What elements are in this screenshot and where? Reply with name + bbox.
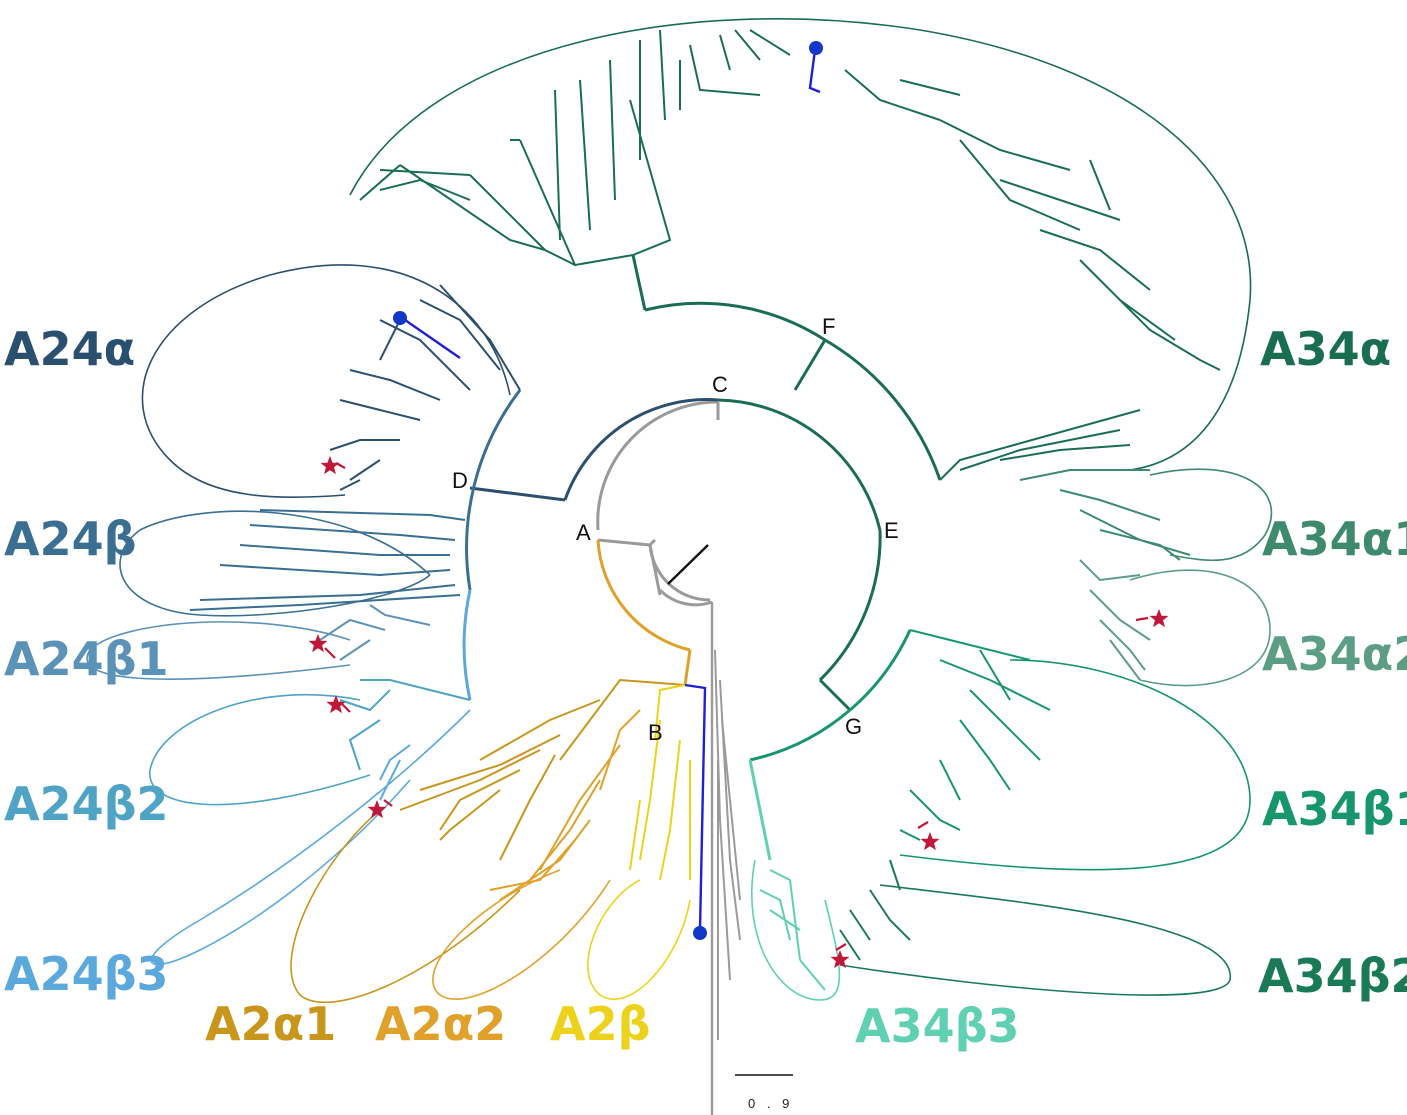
- arc-D-outer: [465, 389, 522, 591]
- clade-label-A2a2: A2α2: [375, 997, 506, 1051]
- subtree-A24a: [329, 284, 521, 491]
- marker-dots: [393, 41, 823, 940]
- backbone: [462, 254, 942, 1115]
- node-label-E: E: [884, 518, 899, 543]
- subtree-A34b2: [839, 859, 911, 961]
- clade-label-A24b2: A24β2: [4, 777, 169, 831]
- root-slash: [667, 544, 709, 585]
- arc-D: [563, 398, 719, 501]
- scale-bar-label: 0 . 9: [748, 1096, 793, 1111]
- node-label-F: F: [822, 314, 835, 339]
- outline-A34a2: [1129, 569, 1271, 687]
- clade-label-A24b: A24β: [4, 512, 137, 566]
- clade-label-A2a1: A2α1: [205, 997, 336, 1051]
- clade-label-A34a: A34α: [1260, 322, 1391, 376]
- outline-A34b2: [839, 884, 1231, 996]
- scale-bar: 0 . 9: [735, 1074, 793, 1111]
- clade-label-A34b3: A34β3: [855, 999, 1020, 1053]
- outline-A2b: [587, 879, 691, 1000]
- subtree-A34a: [359, 29, 1221, 481]
- clade-label-A24a: A24α: [4, 322, 135, 376]
- clade-label-A24b3: A24β3: [4, 947, 169, 1001]
- outline-A2a2: [432, 869, 611, 1000]
- star-marker: [830, 950, 850, 969]
- star-marker: [308, 634, 328, 653]
- outline-A34a1: [1149, 468, 1273, 562]
- subtree-A34a2: [1079, 559, 1151, 681]
- subtree-A2a1: [399, 678, 686, 861]
- subtree-A2a2: [489, 709, 641, 901]
- node-label-A: A: [576, 520, 591, 545]
- node-label-D: D: [452, 468, 468, 493]
- dot-marker: [693, 926, 707, 940]
- star-marker: [367, 800, 387, 819]
- node-labels: A B C D E F G: [452, 314, 899, 745]
- marker-stubs: [324, 462, 1149, 951]
- root-arc-C: [596, 400, 719, 531]
- dot-marker: [809, 41, 823, 55]
- node-label-C: C: [712, 372, 728, 397]
- outline-A24b: [119, 510, 431, 617]
- subtree-A24b2: [339, 679, 471, 771]
- subtree-A34b3: [759, 869, 826, 991]
- outline-A2a1: [290, 809, 521, 1004]
- subtree-root-grey: [714, 649, 741, 1040]
- star-marker: [920, 832, 940, 851]
- clade-outlines: [86, 18, 1273, 1004]
- subtree-A24b1: [319, 604, 431, 661]
- clade-label-A34a2: A34α2: [1262, 627, 1407, 681]
- star-marker: [326, 695, 346, 714]
- clade-label-A2b: A2β: [550, 997, 651, 1051]
- arc-A: [596, 539, 691, 652]
- outline-A34b3: [750, 859, 841, 1001]
- clade-labels: A24α A24β A24β1 A24β2 A24β3 A2α1 A2α2 A2…: [4, 322, 1407, 1053]
- outline-A34a: [349, 18, 1252, 471]
- outline-A24b3: [150, 709, 471, 966]
- subtree-A2b: [629, 684, 691, 881]
- root-arc-inner: [648, 538, 711, 602]
- node-label-B: B: [648, 720, 663, 745]
- outline-A34b1: [899, 659, 1251, 871]
- arc-E: [717, 398, 882, 531]
- dot-marker: [393, 311, 407, 325]
- marker-stars: [308, 456, 1169, 969]
- subtree-A24b: [189, 509, 466, 611]
- subtree-A34a1: [1019, 469, 1191, 561]
- subtree-A24b3: [379, 744, 411, 801]
- highlight-branches: [404, 49, 821, 931]
- clade-label-A34b2: A34β2: [1258, 949, 1407, 1003]
- clade-label-A34a1: A34α1: [1262, 512, 1407, 566]
- arc-G: [849, 629, 912, 712]
- node-label-G: G: [845, 714, 862, 739]
- outline-A24b2: [149, 693, 371, 806]
- outline-A24a: [141, 264, 511, 499]
- outline-A24b1: [86, 621, 351, 680]
- clade-label-A34b1: A34β1: [1262, 782, 1407, 836]
- clade-label-A24b1: A24β1: [4, 632, 169, 686]
- star-marker: [320, 456, 340, 475]
- subtree-A34b1: [899, 629, 1051, 841]
- star-marker: [1149, 609, 1169, 628]
- arc-F: [644, 301, 826, 342]
